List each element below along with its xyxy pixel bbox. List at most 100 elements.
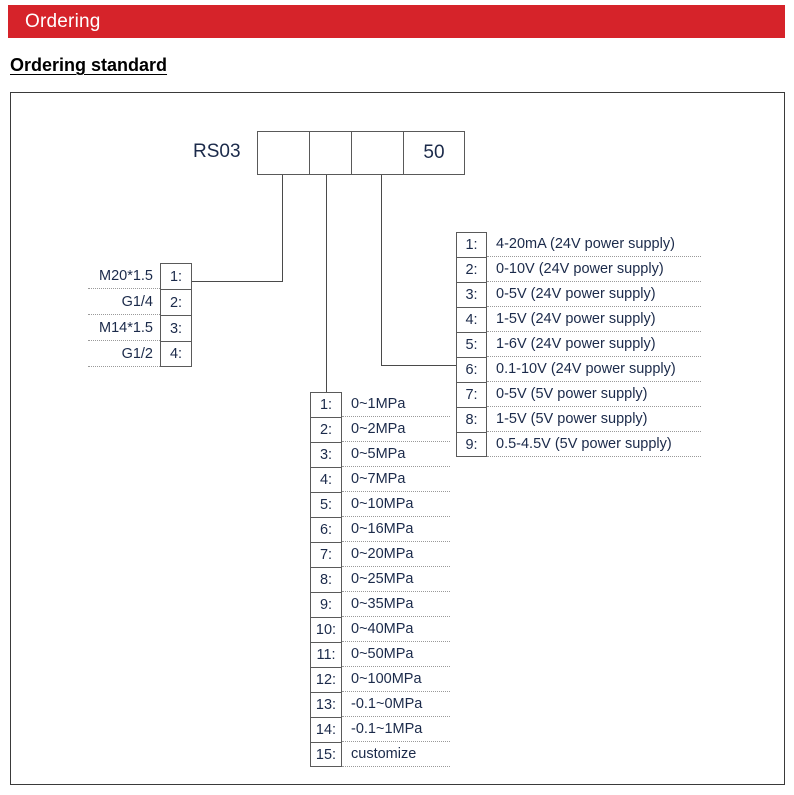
diagram-frame bbox=[10, 92, 785, 785]
pressure-range-table: 1: 0~1MPa 2: 0~2MPa 3: 0~5MPa 4: 0~7MPa … bbox=[310, 392, 450, 767]
range-code: 2: bbox=[310, 417, 342, 442]
connector-range-vertical bbox=[326, 175, 328, 393]
model-code-box-2[interactable] bbox=[309, 131, 351, 175]
range-code: 7: bbox=[310, 542, 342, 567]
table-row[interactable]: 6: 0.1-10V (24V power supply) bbox=[456, 357, 701, 382]
output-signal-table: 1: 4-20mA (24V power supply) 2: 0-10V (2… bbox=[456, 232, 701, 457]
model-code-boxes: 50 bbox=[257, 131, 465, 175]
thread-connection-table: M20*1.5 1: G1/4 2: M14*1.5 3: G1/2 4: bbox=[88, 263, 192, 367]
table-row[interactable]: 1: 0~1MPa bbox=[310, 392, 450, 417]
table-row[interactable]: 6: 0~16MPa bbox=[310, 517, 450, 542]
range-code: 13: bbox=[310, 692, 342, 717]
range-code: 3: bbox=[310, 442, 342, 467]
output-label: 1-5V (24V power supply) bbox=[487, 307, 701, 332]
connector-thread-vertical bbox=[282, 175, 284, 282]
table-row[interactable]: 3: 0-5V (24V power supply) bbox=[456, 282, 701, 307]
thread-label: G1/2 bbox=[88, 341, 160, 367]
output-label: 0-5V (5V power supply) bbox=[487, 382, 701, 407]
table-row[interactable]: M14*1.5 3: bbox=[88, 315, 192, 341]
range-code: 12: bbox=[310, 667, 342, 692]
range-label: 0~1MPa bbox=[342, 392, 450, 417]
output-code: 5: bbox=[456, 332, 487, 357]
connector-output-horizontal bbox=[381, 365, 457, 367]
range-label: 0~5MPa bbox=[342, 442, 450, 467]
range-label: 0~16MPa bbox=[342, 517, 450, 542]
range-label: 0~7MPa bbox=[342, 467, 450, 492]
range-code: 8: bbox=[310, 567, 342, 592]
table-row[interactable]: 7: 0~20MPa bbox=[310, 542, 450, 567]
model-code-box-4[interactable]: 50 bbox=[403, 131, 465, 175]
table-row[interactable]: G1/4 2: bbox=[88, 289, 192, 315]
output-code: 4: bbox=[456, 307, 487, 332]
output-label: 0-10V (24V power supply) bbox=[487, 257, 701, 282]
output-code: 2: bbox=[456, 257, 487, 282]
table-row[interactable]: 2: 0-10V (24V power supply) bbox=[456, 257, 701, 282]
output-label: 0.5-4.5V (5V power supply) bbox=[487, 432, 701, 457]
connector-thread-horizontal bbox=[192, 281, 283, 283]
range-code: 1: bbox=[310, 392, 342, 417]
thread-code: 3: bbox=[160, 315, 192, 341]
range-label: 0~50MPa bbox=[342, 642, 450, 667]
table-row[interactable]: 14: -0.1~1MPa bbox=[310, 717, 450, 742]
range-label: 0~40MPa bbox=[342, 617, 450, 642]
range-code: 10: bbox=[310, 617, 342, 642]
output-code: 6: bbox=[456, 357, 487, 382]
output-label: 0.1-10V (24V power supply) bbox=[487, 357, 701, 382]
header-title: Ordering bbox=[25, 11, 101, 32]
model-prefix-label: RS03 bbox=[193, 141, 241, 162]
table-row[interactable]: 9: 0~35MPa bbox=[310, 592, 450, 617]
output-code: 9: bbox=[456, 432, 487, 457]
table-row[interactable]: G1/2 4: bbox=[88, 341, 192, 367]
thread-code: 1: bbox=[160, 263, 192, 289]
table-row[interactable]: 8: 0~25MPa bbox=[310, 567, 450, 592]
thread-label: M20*1.5 bbox=[88, 263, 160, 289]
range-label: -0.1~1MPa bbox=[342, 717, 450, 742]
range-label: 0~25MPa bbox=[342, 567, 450, 592]
table-row[interactable]: 15: customize bbox=[310, 742, 450, 767]
range-label: 0~20MPa bbox=[342, 542, 450, 567]
table-row[interactable]: 7: 0-5V (5V power supply) bbox=[456, 382, 701, 407]
table-row[interactable]: 5: 1-6V (24V power supply) bbox=[456, 332, 701, 357]
range-label: 0~2MPa bbox=[342, 417, 450, 442]
table-row[interactable]: 4: 0~7MPa bbox=[310, 467, 450, 492]
page-title: Ordering standard bbox=[10, 55, 168, 75]
range-code: 5: bbox=[310, 492, 342, 517]
range-code: 15: bbox=[310, 742, 342, 767]
range-label: 0~35MPa bbox=[342, 592, 450, 617]
connector-output-vertical bbox=[381, 175, 383, 366]
range-code: 4: bbox=[310, 467, 342, 492]
thread-code: 4: bbox=[160, 341, 192, 367]
output-label: 0-5V (24V power supply) bbox=[487, 282, 701, 307]
thread-code: 2: bbox=[160, 289, 192, 315]
table-row[interactable]: 9: 0.5-4.5V (5V power supply) bbox=[456, 432, 701, 457]
model-code-box-1[interactable] bbox=[257, 131, 309, 175]
range-code: 6: bbox=[310, 517, 342, 542]
table-row[interactable]: 1: 4-20mA (24V power supply) bbox=[456, 232, 701, 257]
thread-label: M14*1.5 bbox=[88, 315, 160, 341]
output-code: 1: bbox=[456, 232, 487, 257]
thread-label: G1/4 bbox=[88, 289, 160, 315]
output-label: 1-5V (5V power supply) bbox=[487, 407, 701, 432]
range-code: 14: bbox=[310, 717, 342, 742]
table-row[interactable]: 12: 0~100MPa bbox=[310, 667, 450, 692]
range-label: 0~10MPa bbox=[342, 492, 450, 517]
section-header-bar: Ordering bbox=[8, 5, 785, 38]
output-code: 3: bbox=[456, 282, 487, 307]
output-code: 7: bbox=[456, 382, 487, 407]
range-label: customize bbox=[342, 742, 450, 767]
output-label: 4-20mA (24V power supply) bbox=[487, 232, 701, 257]
table-row[interactable]: 3: 0~5MPa bbox=[310, 442, 450, 467]
table-row[interactable]: 11: 0~50MPa bbox=[310, 642, 450, 667]
table-row[interactable]: 4: 1-5V (24V power supply) bbox=[456, 307, 701, 332]
table-row[interactable]: M20*1.5 1: bbox=[88, 263, 192, 289]
model-code-box-3[interactable] bbox=[351, 131, 403, 175]
table-row[interactable]: 13: -0.1~0MPa bbox=[310, 692, 450, 717]
table-row[interactable]: 8: 1-5V (5V power supply) bbox=[456, 407, 701, 432]
range-label: -0.1~0MPa bbox=[342, 692, 450, 717]
output-code: 8: bbox=[456, 407, 487, 432]
table-row[interactable]: 2: 0~2MPa bbox=[310, 417, 450, 442]
table-row[interactable]: 5: 0~10MPa bbox=[310, 492, 450, 517]
range-label: 0~100MPa bbox=[342, 667, 450, 692]
table-row[interactable]: 10: 0~40MPa bbox=[310, 617, 450, 642]
